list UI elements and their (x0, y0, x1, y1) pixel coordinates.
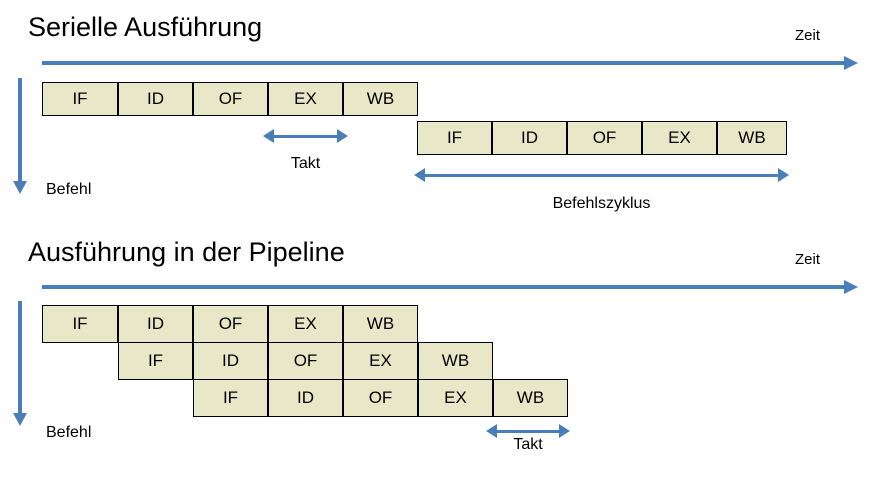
stage-cell[interactable]: IF (417, 121, 492, 155)
section-title-serial: Serielle Ausführung (28, 12, 263, 42)
stage-cell[interactable]: ID (492, 121, 567, 155)
stage-cell[interactable]: WB (343, 82, 418, 116)
time-axis-line-serial (42, 61, 846, 65)
stage-cell[interactable]: EX (642, 121, 717, 155)
arrowhead-left-icon (414, 168, 425, 182)
befehlszyklus-measure-arrow (414, 168, 789, 182)
stage-cell[interactable]: IF (193, 379, 268, 417)
stage-cell[interactable]: OF (193, 305, 268, 343)
time-axis-arrowhead-icon-serial (844, 56, 858, 70)
arrowhead-right-icon (559, 424, 570, 438)
section-title-pipeline: Ausführung in der Pipeline (28, 237, 345, 267)
time-axis-arrowhead-icon-pipeline (844, 280, 858, 294)
stage-cell[interactable]: WB (418, 342, 493, 380)
arrow-shaft (270, 135, 341, 138)
takt-measure-label-pipeline: Takt (513, 436, 543, 453)
instruction-axis-line-serial (18, 78, 22, 182)
stage-cell[interactable]: WB (717, 121, 787, 155)
arrowhead-left-icon (486, 424, 497, 438)
arrowhead-left-icon (263, 129, 274, 143)
stage-cell[interactable]: OF (343, 379, 418, 417)
arrowhead-right-icon (337, 129, 348, 143)
stage-cell[interactable]: ID (118, 305, 193, 343)
stage-cell[interactable]: WB (343, 305, 418, 343)
befehlszyklus-measure-label: Befehlszyklus (552, 195, 651, 212)
time-axis-label-serial: Zeit (795, 27, 821, 44)
stage-cell[interactable]: EX (418, 379, 493, 417)
takt-measure-arrow-serial (263, 129, 348, 143)
stage-cell[interactable]: EX (268, 305, 343, 343)
instruction-axis-arrowhead-icon-pipeline (13, 413, 27, 426)
stage-cell[interactable]: IF (118, 342, 193, 380)
stage-cell[interactable]: IF (42, 82, 118, 116)
instruction-axis-arrowhead-icon-serial (13, 181, 27, 194)
instruction-axis-line-pipeline (18, 301, 22, 414)
stage-cell[interactable]: ID (118, 82, 193, 116)
time-axis-label-pipeline: Zeit (795, 251, 821, 268)
stage-cell[interactable]: OF (193, 82, 268, 116)
instruction-axis-label-pipeline: Befehl (46, 424, 92, 441)
stage-cell[interactable]: EX (343, 342, 418, 380)
stage-cell[interactable]: WB (493, 379, 568, 417)
arrow-shaft (421, 174, 782, 177)
stage-cell[interactable]: EX (268, 82, 343, 116)
stage-cell[interactable]: ID (268, 379, 343, 417)
instruction-axis-label-serial: Befehl (46, 181, 92, 198)
arrowhead-right-icon (778, 168, 789, 182)
time-axis-line-pipeline (42, 285, 846, 289)
arrow-shaft (493, 430, 563, 433)
stage-cell[interactable]: OF (567, 121, 642, 155)
stage-cell[interactable]: OF (268, 342, 343, 380)
stage-cell[interactable]: IF (42, 305, 118, 343)
takt-measure-arrow-pipeline (486, 424, 570, 438)
stage-cell[interactable]: ID (193, 342, 268, 380)
takt-measure-label-serial: Takt (290, 155, 321, 172)
